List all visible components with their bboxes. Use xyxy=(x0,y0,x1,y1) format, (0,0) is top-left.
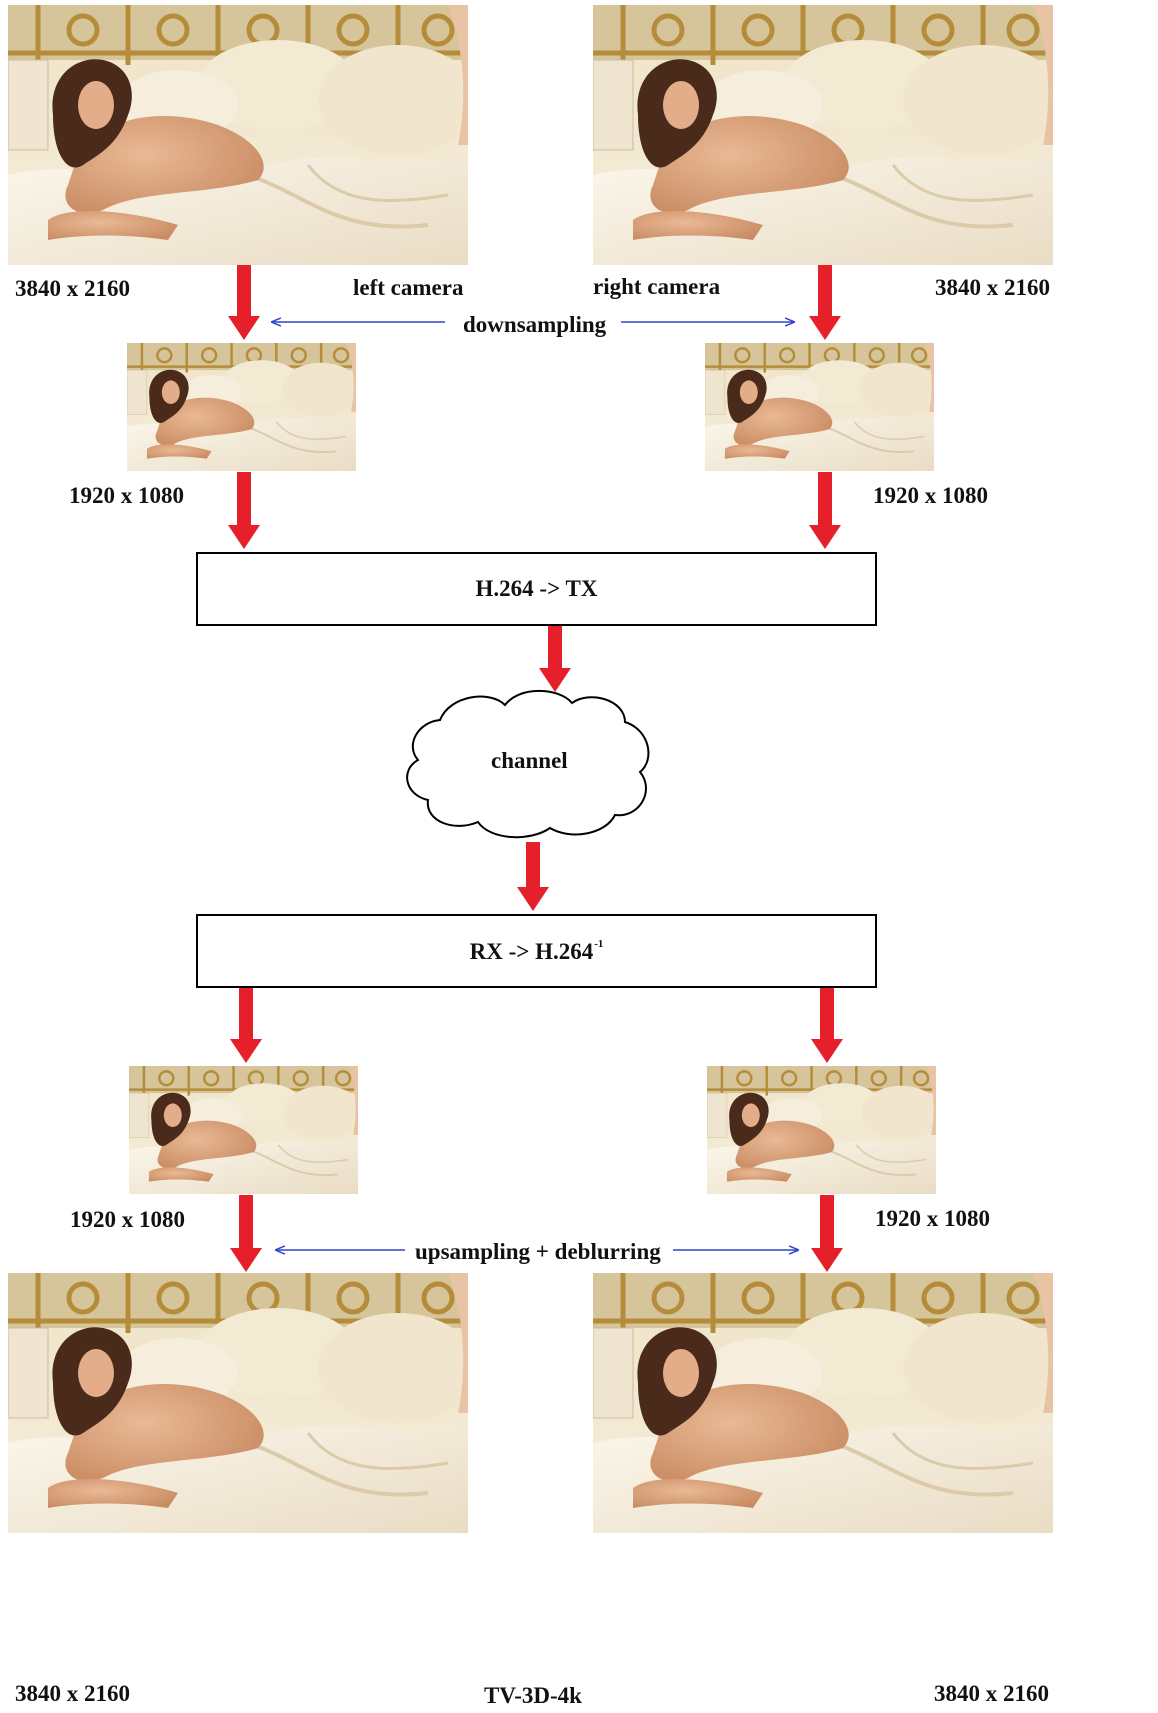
arrow-channel-to-decoder xyxy=(517,842,549,911)
left-decoded-resolution: 1920 x 1080 xyxy=(70,1207,185,1232)
encoder-transmit-block: H.264 -> TX xyxy=(196,552,877,626)
arrow-right-camera-down xyxy=(809,265,841,340)
arrow-encoder-to-channel xyxy=(539,626,571,692)
arrow-left-hd-to-encoder xyxy=(228,472,260,549)
left-output-resolution: 3840 x 2160 xyxy=(15,1681,130,1706)
right-decoded-resolution: 1920 x 1080 xyxy=(875,1206,990,1231)
downsampling-label: downsampling xyxy=(463,312,607,337)
arrow-right-hd-to-encoder xyxy=(809,472,841,549)
encoder-label: H.264 -> TX xyxy=(475,576,598,601)
channel-label: channel xyxy=(491,748,568,773)
right-camera-resolution: 3840 x 2160 xyxy=(935,275,1050,300)
inverse-superscript: -1 xyxy=(594,937,604,950)
left-camera-label: left camera xyxy=(353,275,464,300)
arrow-left-upsample-down xyxy=(230,1195,262,1272)
channel-cloud xyxy=(406,689,650,839)
diagram-title: TV-3D-4k xyxy=(484,1683,582,1708)
left-camera-resolution: 3840 x 2160 xyxy=(15,276,130,301)
arrow-left-camera-down xyxy=(228,265,260,340)
left-downsampled-resolution: 1920 x 1080 xyxy=(69,483,184,508)
right-output-resolution: 3840 x 2160 xyxy=(934,1681,1049,1706)
receive-decoder-block: RX -> H.264-1 xyxy=(196,914,877,988)
right-camera-label: right camera xyxy=(593,274,721,299)
right-downsampled-resolution: 1920 x 1080 xyxy=(873,483,988,508)
arrow-decoder-to-right xyxy=(811,988,843,1063)
decoder-label: RX -> H.264-1 xyxy=(469,937,604,964)
arrow-decoder-to-left xyxy=(230,988,262,1063)
upsampling-label: upsampling + deblurring xyxy=(415,1239,661,1264)
arrow-right-upsample-down xyxy=(811,1195,843,1272)
